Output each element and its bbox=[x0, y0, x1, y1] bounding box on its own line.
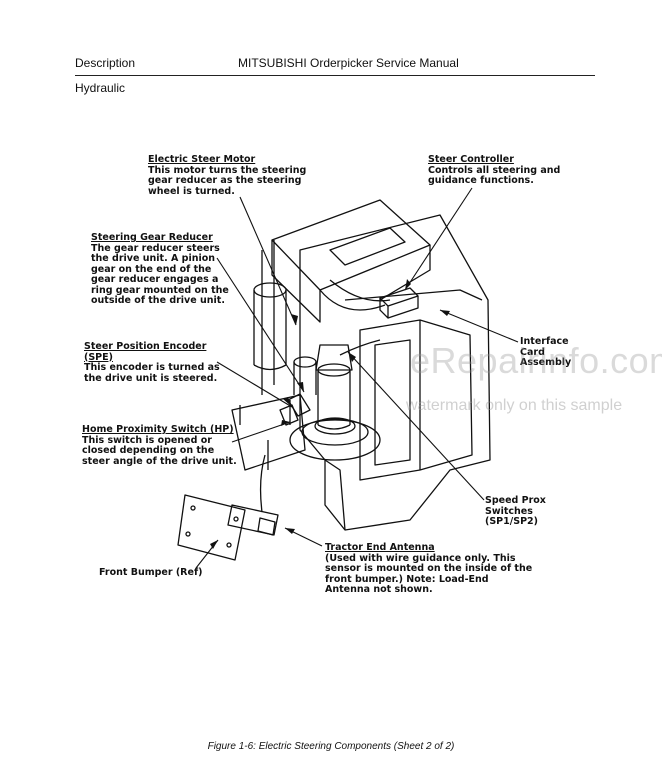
callout-desc: The gear reducer steers the drive unit. … bbox=[91, 242, 229, 306]
tractor-end-antenna bbox=[227, 504, 279, 536]
callout-desc: (Used with wire guidance only. This sens… bbox=[325, 552, 533, 595]
callout-desc: Controls all steering and guidance funct… bbox=[428, 164, 561, 186]
drive-unit-ring bbox=[289, 419, 381, 461]
callout-speed-prox: Speed Prox Switches (SP1/SP2) bbox=[485, 495, 555, 528]
header-rule bbox=[75, 75, 595, 76]
front-bumper-plate bbox=[177, 494, 246, 561]
leader-interface-card bbox=[439, 309, 519, 343]
controller-compartment bbox=[271, 199, 431, 291]
callout-desc: This encoder is turned as the drive unit… bbox=[84, 362, 220, 384]
callout-title: Home Proximity Switch (HP) bbox=[82, 424, 234, 435]
callout-desc: Speed Prox Switches (SP1/SP2) bbox=[485, 495, 546, 527]
leader-gear-reducer bbox=[216, 257, 305, 393]
callout-tractor-end-antenna: Tractor End Antenna (Used with wire guid… bbox=[325, 542, 535, 596]
figure-caption: Figure 1-6: Electric Steering Components… bbox=[207, 741, 455, 752]
callout-desc: This switch is opened or closed dependin… bbox=[82, 434, 237, 467]
manual-title: MITSUBISHI Orderpicker Service Manual bbox=[238, 56, 459, 70]
leader-steer-motor bbox=[239, 196, 297, 326]
callout-front-bumper: Front Bumper (Ref) bbox=[99, 567, 219, 579]
callout-steer-controller: Steer Controller Controls all steering a… bbox=[428, 154, 568, 187]
callout-desc: This motor turns the steering gear reduc… bbox=[148, 164, 307, 197]
callout-title: Electric Steer Motor bbox=[148, 154, 256, 165]
callout-title: Steering Gear Reducer bbox=[91, 232, 213, 243]
gear-reducer bbox=[293, 356, 317, 368]
callout-steer-position-encoder: Steer Position Encoder (SPE) This encode… bbox=[84, 341, 234, 384]
leader-speed-prox bbox=[347, 351, 485, 501]
callout-home-proximity-switch: Home Proximity Switch (HP) This switch i… bbox=[82, 424, 237, 467]
callout-title: Steer Controller bbox=[428, 154, 514, 165]
watermark-notice: watermark only on this sample bbox=[406, 397, 623, 414]
leader-home-switch bbox=[231, 421, 291, 443]
chassis-outline bbox=[299, 214, 491, 531]
section-label: Description bbox=[75, 56, 136, 70]
subsection-label: Hydraulic bbox=[75, 81, 126, 95]
leader-steer-controller bbox=[404, 187, 473, 291]
callout-title: Tractor End Antenna bbox=[325, 542, 435, 553]
callout-title: Steer Position Encoder (SPE) bbox=[84, 341, 207, 363]
callout-desc: Interface Card Assembly bbox=[520, 336, 572, 368]
watermark-brand: eRepairinfo.com bbox=[410, 340, 662, 381]
callout-interface-card: Interface Card Assembly bbox=[520, 336, 580, 369]
callout-steering-gear-reducer: Steering Gear Reducer The gear reducer s… bbox=[91, 232, 236, 307]
callout-desc: Front Bumper (Ref) bbox=[99, 567, 203, 578]
callout-electric-steer-motor: Electric Steer Motor This motor turns th… bbox=[148, 154, 333, 197]
leader-encoder bbox=[216, 361, 293, 408]
